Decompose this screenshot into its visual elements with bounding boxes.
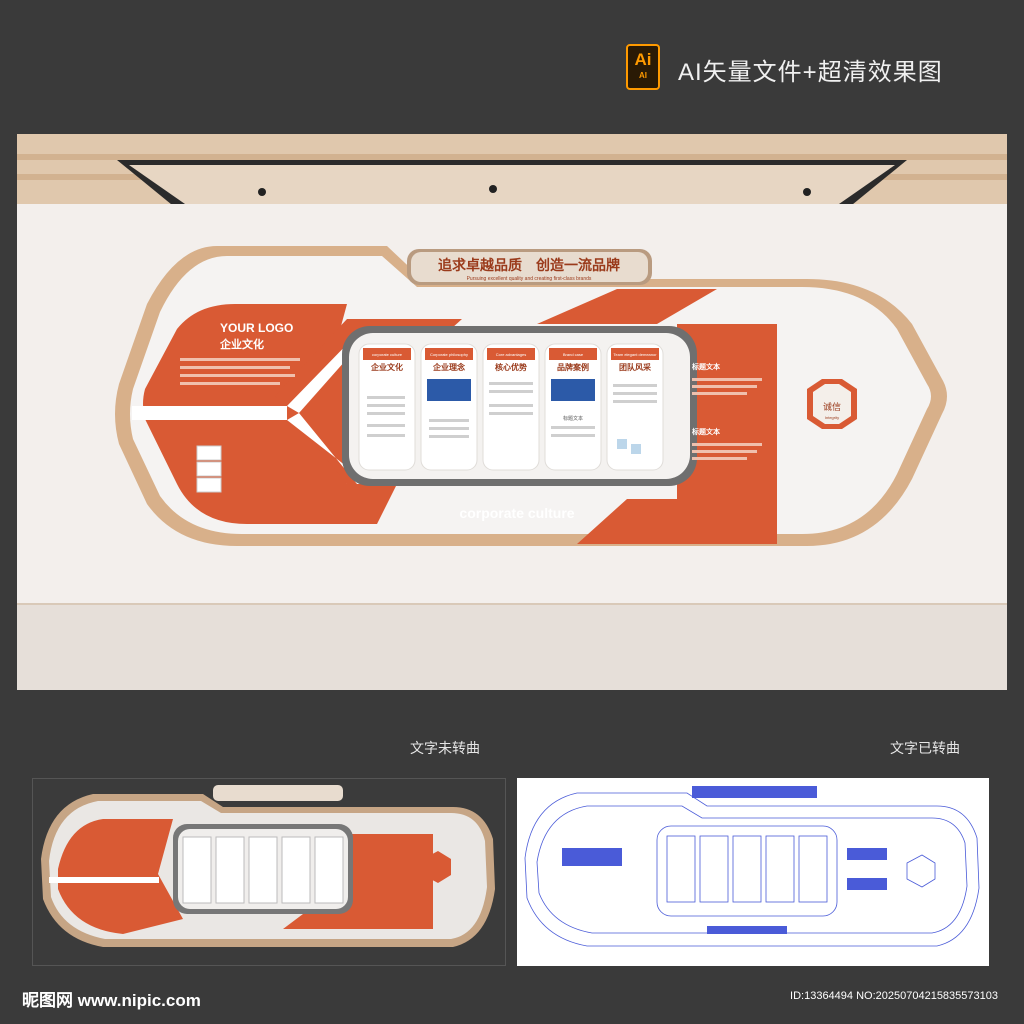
wall-render: 追求卓越品质 创造一流品牌 Pursuing excellent quality… xyxy=(17,134,1007,690)
right-heading-1: 标题文本 xyxy=(691,362,720,371)
panel-2: Corporate philosophy 企业理念 xyxy=(420,343,478,471)
panel-4: Brand case 品牌案例 标题文本 xyxy=(544,343,602,471)
wall-subtitle: Pursuing excellent quality and creating … xyxy=(467,276,592,282)
wall-illustration: 追求卓越品质 创造一流品牌 Pursuing excellent quality… xyxy=(17,134,1007,690)
panel-en-label: Team elegant demeanor xyxy=(613,352,657,357)
thumbnail-unoutlined xyxy=(32,778,506,966)
panel-cn-label: 团队风采 xyxy=(619,362,652,372)
panel-cn-label: 核心优势 xyxy=(495,362,527,372)
banner-text: corporate culture xyxy=(459,505,574,521)
thumbnail-illustration xyxy=(41,785,495,947)
floor xyxy=(17,604,1007,690)
panel-en-label: Corporate philosophy xyxy=(430,352,468,357)
spotlight xyxy=(489,185,497,193)
spotlight xyxy=(803,188,811,196)
ai-badge-sub: AI xyxy=(639,71,647,80)
panel-cn-label: 企业理念 xyxy=(432,362,465,372)
panel-en-label: Brand case xyxy=(563,352,584,357)
hex-label: 诚信 xyxy=(823,401,841,412)
ai-file-icon: Ai AI xyxy=(626,44,660,90)
panel-cn-label: 品牌案例 xyxy=(557,362,589,372)
panel-en-label: corporate culture xyxy=(372,352,403,357)
panel-1: corporate culture 企业文化 xyxy=(358,343,416,471)
ai-badge-main: Ai xyxy=(634,50,652,69)
panel-3: Core advantages 核心优势 xyxy=(482,343,540,471)
company-culture-label: 企业文化 xyxy=(219,337,264,351)
spotlight xyxy=(258,188,266,196)
logo-text: YOUR LOGO xyxy=(220,321,293,335)
panel-5: Team elegant demeanor 团队风采 xyxy=(606,343,664,471)
hex-sub: Integrity xyxy=(825,415,839,420)
thumbnail-outlined xyxy=(517,778,989,966)
right-heading-2: 标题文本 xyxy=(691,427,720,436)
right-caption: 文字已转曲 xyxy=(890,740,960,756)
panel-en-label: Core advantages xyxy=(496,352,526,357)
top-caption: AI矢量文件+超清效果图 xyxy=(678,59,943,86)
wall-title: 追求卓越品质 创造一流品牌 xyxy=(438,257,620,273)
panel-cn-label: 企业文化 xyxy=(370,362,403,372)
footer-id: ID:13364494 NO:20250704215835573103 xyxy=(790,990,998,1002)
thumbnail-wireframe xyxy=(524,786,980,947)
panel-heading: 标题文本 xyxy=(563,415,583,422)
footer-logo: 昵图网 www.nipic.com xyxy=(22,991,201,1010)
left-caption: 文字未转曲 xyxy=(410,740,480,756)
